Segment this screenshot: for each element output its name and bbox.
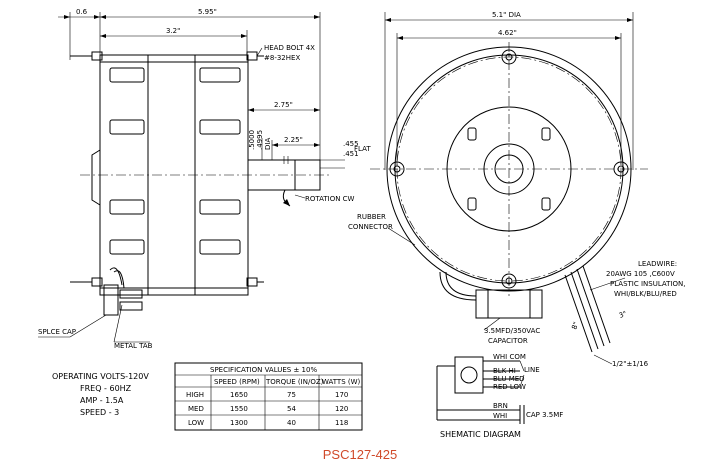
svg-text:.4995: .4995: [256, 130, 264, 150]
splice-cap-label: SPLCE CAP: [38, 328, 76, 336]
side-view: 0.6 5.95" 3.2": [38, 8, 371, 350]
shaft-dia-dim: .5000 .4995 DIA: [248, 130, 272, 160]
schematic: WHI COM BLK HI BLU MED RED LOW LINE BRN …: [436, 353, 563, 439]
svg-text:120: 120: [335, 405, 348, 413]
svg-text:CAP 3.5MF: CAP 3.5MF: [526, 411, 563, 419]
splice-cap: [103, 267, 143, 316]
svg-text:.455: .455: [343, 140, 359, 148]
operating-info: OPERATING VOLTS-120V FREQ - 60HZ AMP - 1…: [52, 372, 149, 417]
rubber-connector-label-2: CONNECTOR: [348, 223, 393, 231]
svg-text:54: 54: [287, 405, 296, 413]
svg-text:1300: 1300: [230, 419, 248, 427]
svg-text:WATTS (W): WATTS (W): [322, 378, 361, 386]
head-bolt-size: #8-32HEX: [264, 54, 300, 62]
svg-text:118: 118: [335, 419, 348, 427]
svg-text:TORQUE (IN/OZ): TORQUE (IN/OZ): [265, 378, 324, 386]
svg-text:20AWG 105 ,C600V: 20AWG 105 ,C600V: [606, 270, 675, 278]
svg-text:WHI: WHI: [493, 412, 507, 420]
capacitor-rating: 3.5MFD/350VAC: [484, 327, 540, 335]
svg-text:75: 75: [287, 391, 296, 399]
dim-shaft-ext: 0.6: [76, 8, 88, 16]
rotation-label: ROTATION CW: [305, 195, 355, 203]
svg-text:SPEED (RPM): SPEED (RPM): [214, 378, 260, 386]
svg-text:RED LOW: RED LOW: [493, 383, 526, 391]
svg-text:.5000: .5000: [248, 130, 256, 150]
dim-lead-width: 3": [618, 310, 628, 320]
svg-text:OPERATING VOLTS-120V: OPERATING VOLTS-120V: [52, 372, 149, 381]
leadwire-spec: LEADWIRE: 20AWG 105 ,C600V PLASTIC INSUL…: [606, 260, 685, 298]
metal-tab-label: METAL TAB: [114, 342, 153, 350]
rubber-connector-label: RUBBER: [357, 213, 386, 221]
table-row: HIGH 1650 75 170: [186, 391, 348, 399]
capacitor: [439, 271, 543, 319]
dim-bolt-circle: 4.62": [498, 29, 517, 37]
svg-text:FLAT: FLAT: [354, 145, 371, 153]
svg-text:1650: 1650: [230, 391, 248, 399]
dim-lead-len: 8": [570, 321, 580, 331]
vent-slots: [109, 67, 241, 255]
svg-text:PLASTIC INSULATION,: PLASTIC INSULATION,: [610, 280, 685, 288]
dim-body-length: 3.2": [166, 27, 180, 35]
svg-text:170: 170: [335, 391, 348, 399]
dim-strip-len: 1/2"±1/16: [612, 360, 649, 368]
spec-table: SPECIFICATION VALUES ± 10% SPEED (RPM) T…: [174, 362, 363, 431]
svg-text:SPEED - 3: SPEED - 3: [80, 408, 119, 417]
dim-flat-length: 2.25": [284, 136, 303, 144]
table-row: LOW 1300 40 118: [188, 419, 348, 427]
svg-text:BRN: BRN: [493, 402, 508, 410]
svg-text:LINE: LINE: [524, 366, 540, 374]
spec-table-title: SPECIFICATION VALUES ± 10%: [210, 366, 317, 374]
svg-text:WHI COM: WHI COM: [493, 353, 526, 361]
svg-text:HIGH: HIGH: [186, 391, 204, 399]
svg-text:1550: 1550: [230, 405, 248, 413]
svg-text:40: 40: [287, 419, 296, 427]
svg-text:MED: MED: [188, 405, 204, 413]
head-bolt-label: HEAD BOLT 4X: [264, 44, 315, 52]
svg-text:BLK HI: BLK HI: [493, 367, 516, 375]
schematic-title: SHEMATIC DIAGRAM: [440, 430, 521, 439]
svg-text:LOW: LOW: [188, 419, 204, 427]
svg-text:AMP - 1.5A: AMP - 1.5A: [80, 396, 124, 405]
svg-text:.451: .451: [343, 150, 359, 158]
capacitor-label: CAPACITOR: [488, 337, 528, 345]
svg-text:WHI/BLK/BLU/RED: WHI/BLK/BLU/RED: [614, 290, 677, 298]
dim-overall-length: 5.95": [198, 8, 217, 16]
dim-outer-dia: 5.1" DIA: [492, 11, 521, 19]
svg-text:DIA: DIA: [264, 138, 272, 150]
table-row: MED 1550 54 120: [188, 405, 348, 413]
part-number: PSC127-425: [322, 447, 398, 462]
svg-text:FREQ - 60HZ: FREQ - 60HZ: [80, 384, 132, 393]
flat-dim: .455 .451 FLAT: [320, 140, 371, 169]
end-view: 5.1" DIA 4.62" RUBBER CONNECTOR: [348, 11, 685, 368]
svg-text:BLU MED: BLU MED: [493, 375, 525, 383]
lead-wires: [564, 265, 626, 365]
svg-text:LEADWIRE:: LEADWIRE:: [638, 260, 677, 268]
dim-shaft-length: 2.75": [274, 101, 293, 109]
